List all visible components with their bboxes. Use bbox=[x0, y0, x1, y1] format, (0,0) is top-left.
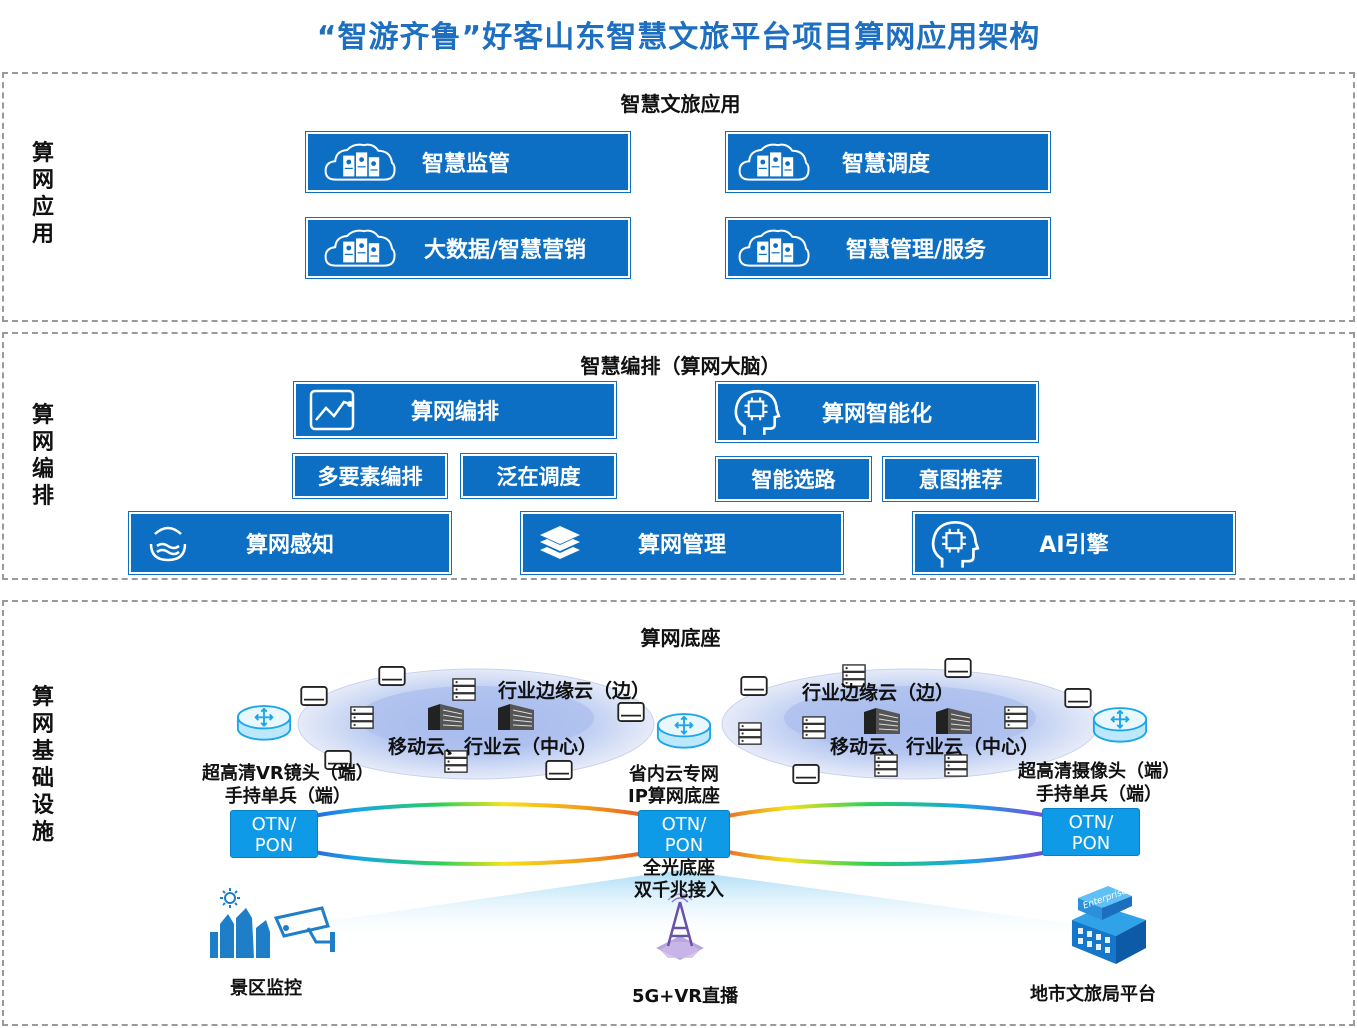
box-multi-element: 多要素编排 bbox=[293, 454, 447, 498]
fiber-ring-right bbox=[686, 802, 1090, 866]
box-compute-sensing: 算网感知 bbox=[129, 512, 451, 574]
section-compute-apps: 算 网 应 用 智慧文旅应用 智慧监管 智慧调度 大数据/智慧营销 智慧管理/服… bbox=[2, 72, 1355, 322]
sensing-icon bbox=[147, 524, 189, 564]
section-title-infra: 算网底座 bbox=[640, 626, 721, 650]
cctv-camera-icon bbox=[273, 906, 335, 952]
box-label: 大数据/智慧营销 bbox=[423, 238, 587, 263]
left-edge-cloud-label: 行业边缘云（边） bbox=[498, 680, 651, 702]
page-title: “智游齐鲁”好客山东智慧文旅平台项目算网应用架构 bbox=[316, 20, 1041, 55]
mid-label-line: IP算网底座 bbox=[628, 786, 720, 807]
side-label-orch: 算 网 编 排 bbox=[28, 402, 58, 510]
side-label-char: 应 bbox=[31, 195, 54, 220]
otn-line: PON bbox=[1071, 833, 1111, 854]
left-center-cloud-label: 移动云、行业云（中心） bbox=[388, 736, 598, 758]
box-label: 算网管理 bbox=[637, 533, 726, 558]
section-title-apps: 智慧文旅应用 bbox=[620, 92, 741, 116]
router-left bbox=[236, 705, 292, 741]
cloud-server-icon bbox=[324, 224, 396, 272]
section-compute-infrastructure: 算 网 基 础 设 施 算网底座 bbox=[2, 600, 1355, 1026]
terminal-line: 手持单兵（端） bbox=[224, 786, 351, 807]
optical-line: 双千兆接入 bbox=[634, 880, 724, 901]
side-label-char: 础 bbox=[31, 766, 54, 791]
box-label: 智慧调度 bbox=[841, 152, 930, 177]
line-chart-icon bbox=[308, 388, 356, 432]
infra-network-diagram bbox=[184, 658, 1204, 964]
side-label-char: 网 bbox=[31, 168, 54, 193]
all-optical-label: 全光底座 双千兆接入 bbox=[634, 858, 724, 902]
otn-line: PON bbox=[254, 835, 294, 856]
box-bigdata-marketing: 大数据/智慧营销 bbox=[306, 218, 630, 278]
box-smart-dispatch: 智慧调度 bbox=[726, 132, 1050, 192]
side-label-char: 算 bbox=[31, 403, 54, 428]
terminal-line: 超高清VR镜头（端） bbox=[202, 763, 374, 784]
box-smart-supervision: 智慧监管 bbox=[306, 132, 630, 192]
side-label-char: 网 bbox=[31, 712, 54, 737]
box-label: 意图推荐 bbox=[918, 468, 1003, 492]
side-label-char: 设 bbox=[31, 793, 54, 818]
otn-pon-node-left: OTN/ PON bbox=[230, 810, 318, 858]
terminal-line: 超高清摄像头（端） bbox=[1018, 761, 1180, 782]
otn-line: OTN/ bbox=[661, 814, 707, 835]
side-label-infra: 算 网 基 础 设 施 bbox=[28, 684, 58, 846]
right-terminal-label: 超高清摄像头（端） 手持单兵（端） bbox=[1018, 760, 1180, 806]
box-label: AI引擎 bbox=[1039, 533, 1109, 558]
tower-icon bbox=[656, 893, 704, 960]
section-title-orch: 智慧编排（算网大脑） bbox=[580, 354, 781, 378]
box-intent-recommend: 意图推荐 bbox=[883, 457, 1038, 501]
city-tourism-platform-label: 地市文旅局平台 bbox=[1030, 984, 1156, 1005]
box-label: 泛在调度 bbox=[496, 465, 581, 489]
otn-pon-node-right: OTN/ PON bbox=[1042, 808, 1140, 856]
cloud-server-icon bbox=[324, 138, 396, 186]
router-right bbox=[1092, 707, 1148, 743]
ai-head-icon bbox=[730, 387, 782, 439]
fiber-ring-left bbox=[270, 802, 694, 866]
cloud-server-icon bbox=[738, 138, 810, 186]
5g-vr-live-label: 5G+VR直播 bbox=[632, 986, 739, 1007]
box-compute-management: 算网管理 bbox=[521, 512, 843, 574]
section-compute-orchestration: 算 网 编 排 智慧编排（算网大脑） 算网编排 算网智能化 多要素编排 泛在调度… bbox=[2, 332, 1355, 580]
box-compute-orchestration: 算网编排 bbox=[294, 382, 616, 438]
terminal-line: 手持单兵（端） bbox=[1036, 784, 1162, 805]
right-center-cloud-label: 移动云、行业云（中心） bbox=[830, 736, 1040, 758]
side-label-char: 算 bbox=[31, 685, 54, 710]
box-ai-engine: AI引擎 bbox=[913, 512, 1235, 574]
otn-line: OTN/ bbox=[1068, 812, 1114, 833]
scenic-monitoring-label: 景区监控 bbox=[230, 978, 302, 999]
enterprise-building-icon bbox=[1072, 886, 1146, 964]
side-label-char: 编 bbox=[31, 457, 54, 482]
box-label: 智能选路 bbox=[751, 468, 836, 492]
ai-head-icon bbox=[927, 518, 981, 572]
signal-beam bbox=[184, 870, 1204, 942]
scenic-area-icon bbox=[210, 888, 270, 958]
cloud-server-icon bbox=[738, 224, 810, 272]
box-label: 多要素编排 bbox=[317, 465, 423, 489]
box-smart-routing: 智能选路 bbox=[716, 457, 871, 501]
box-compute-intelligence: 算网智能化 bbox=[716, 382, 1038, 442]
side-label-char: 用 bbox=[31, 222, 54, 247]
side-label-char: 施 bbox=[31, 820, 54, 845]
otn-line: PON bbox=[664, 835, 704, 856]
box-label: 算网感知 bbox=[245, 533, 334, 558]
box-label: 智慧监管 bbox=[421, 152, 510, 177]
side-label-char: 网 bbox=[31, 430, 54, 455]
box-smart-management: 智慧管理/服务 bbox=[726, 218, 1050, 278]
layers-icon bbox=[537, 524, 583, 564]
optical-line: 全光底座 bbox=[643, 858, 715, 879]
box-ubiquitous-dispatch: 泛在调度 bbox=[461, 454, 616, 498]
right-edge-cloud-label: 行业边缘云（边） bbox=[802, 682, 955, 704]
mid-network-label: 省内云专网 IP算网底座 bbox=[628, 764, 720, 808]
mid-label-line: 省内云专网 bbox=[628, 764, 719, 785]
box-label: 算网智能化 bbox=[821, 402, 932, 427]
box-label: 算网编排 bbox=[410, 400, 499, 425]
side-label-apps: 算 网 应 用 bbox=[28, 140, 58, 248]
box-label: 智慧管理/服务 bbox=[845, 238, 987, 263]
side-label-char: 算 bbox=[31, 141, 54, 166]
otn-line: OTN/ bbox=[251, 814, 297, 835]
otn-pon-node-center: OTN/ PON bbox=[638, 810, 730, 858]
router-center bbox=[656, 713, 712, 749]
side-label-char: 基 bbox=[31, 739, 54, 764]
left-terminal-label: 超高清VR镜头（端） 手持单兵（端） bbox=[202, 762, 374, 808]
side-label-char: 排 bbox=[31, 484, 54, 509]
